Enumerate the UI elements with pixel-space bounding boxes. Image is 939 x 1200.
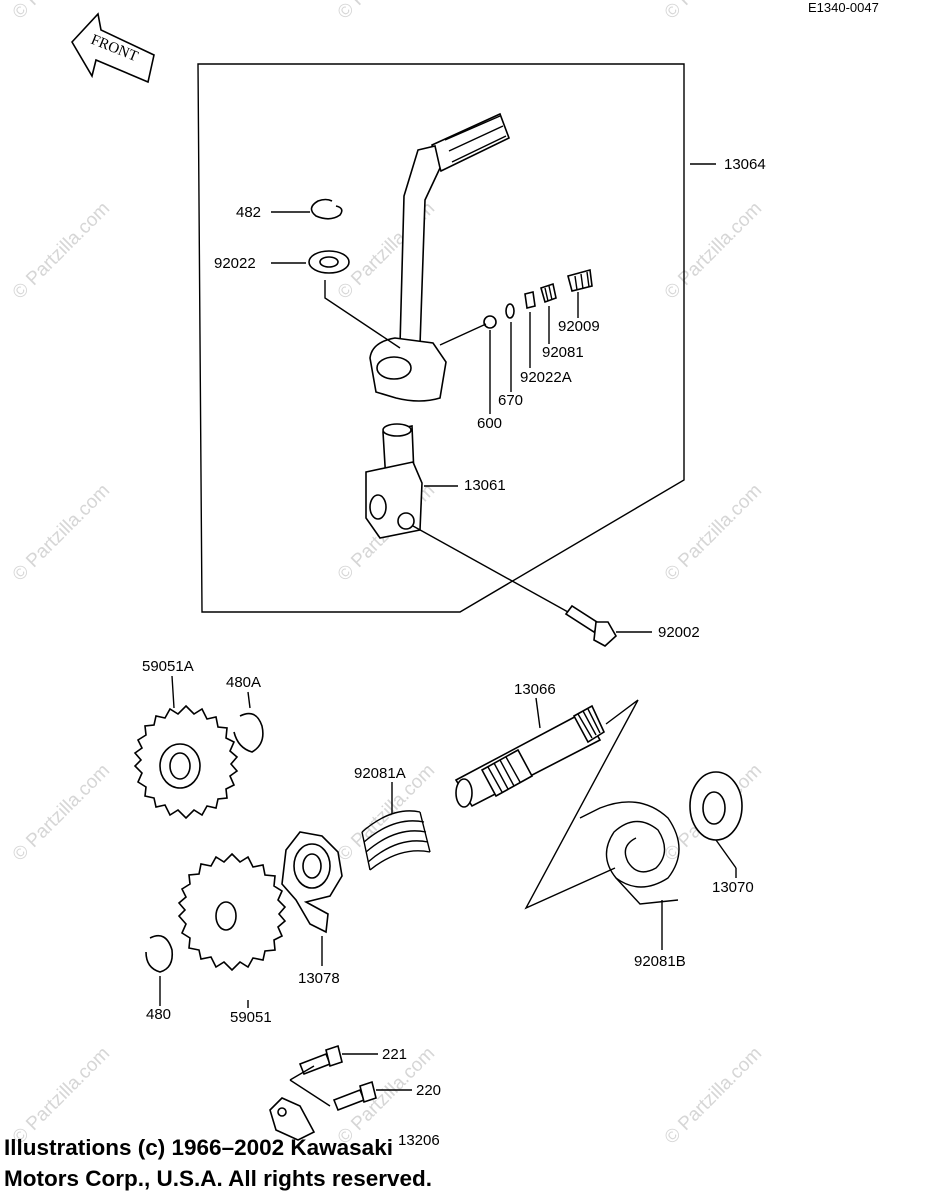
collar-13070 <box>689 771 743 841</box>
bolt-220 <box>332 1080 377 1112</box>
ball-600 <box>483 315 497 329</box>
label-13064: 13064 <box>724 156 766 173</box>
pedal-boss-13061 <box>365 423 423 539</box>
label-670: 670 <box>498 392 523 409</box>
label-92081b: 92081B <box>634 953 686 970</box>
label-13078: 13078 <box>298 970 340 987</box>
copyright-line-1: Illustrations (c) 1966–2002 Kawasaki <box>4 1135 393 1160</box>
label-600: 600 <box>477 415 502 432</box>
plug-92009 <box>567 268 593 292</box>
washer-670 <box>505 303 515 319</box>
gear-59051 <box>177 852 287 972</box>
watermark: © Partzilla.com <box>661 480 766 585</box>
circlip-480a <box>233 712 264 753</box>
label-13061: 13061 <box>464 477 506 494</box>
label-59051a: 59051A <box>142 658 194 675</box>
label-92022a: 92022A <box>520 369 572 386</box>
label-92002: 92002 <box>658 624 700 641</box>
watermark: © Partzilla.com <box>9 480 114 585</box>
label-92081a: 92081A <box>354 765 406 782</box>
ratchet-13078 <box>281 831 343 934</box>
watermark: © Partzilla.com <box>661 0 766 24</box>
label-13070: 13070 <box>712 879 754 896</box>
circlip-480 <box>145 934 174 973</box>
label-13206: 13206 <box>398 1132 440 1149</box>
copyright-line-2: Motors Corp., U.S.A. All rights reserved… <box>4 1166 432 1191</box>
washer-92022 <box>308 250 350 274</box>
label-92081: 92081 <box>542 344 584 361</box>
copyright-notice: Illustrations (c) 1966–2002 Kawasaki Mot… <box>4 1132 432 1194</box>
assembly-outline <box>197 63 685 613</box>
label-221: 221 <box>382 1046 407 1063</box>
shaft-13066 <box>454 704 606 808</box>
label-92009: 92009 <box>558 318 600 335</box>
ring-92022a <box>524 291 536 309</box>
label-480a: 480A <box>226 674 261 691</box>
watermark: © Partzilla.com <box>334 0 439 24</box>
watermark: © Partzilla.com <box>9 760 114 865</box>
label-92022: 92022 <box>214 255 256 272</box>
watermark: © Partzilla.com <box>661 1043 766 1148</box>
label-13066: 13066 <box>514 681 556 698</box>
bolt-92002 <box>564 604 618 647</box>
diagram-code: E1340-0047 <box>808 0 879 15</box>
label-220: 220 <box>416 1082 441 1099</box>
leaders <box>159 163 737 1091</box>
spring-92081b <box>579 801 680 905</box>
watermark: © Partzilla.com <box>9 198 114 303</box>
label-59051: 59051 <box>230 1009 272 1026</box>
bracket-13206 <box>269 1097 316 1141</box>
label-480: 480 <box>146 1006 171 1023</box>
gear-59051a <box>133 704 239 820</box>
circlip-482 <box>310 198 343 220</box>
spring-92081a <box>361 810 431 871</box>
front-arrow-icon: FRONT <box>71 12 155 84</box>
watermarks: © Partzilla.com © Partzilla.com © Partzi… <box>9 0 766 1149</box>
kick-pedal-arm <box>369 112 511 402</box>
watermark: © Partzilla.com <box>661 198 766 303</box>
label-482: 482 <box>236 204 261 221</box>
